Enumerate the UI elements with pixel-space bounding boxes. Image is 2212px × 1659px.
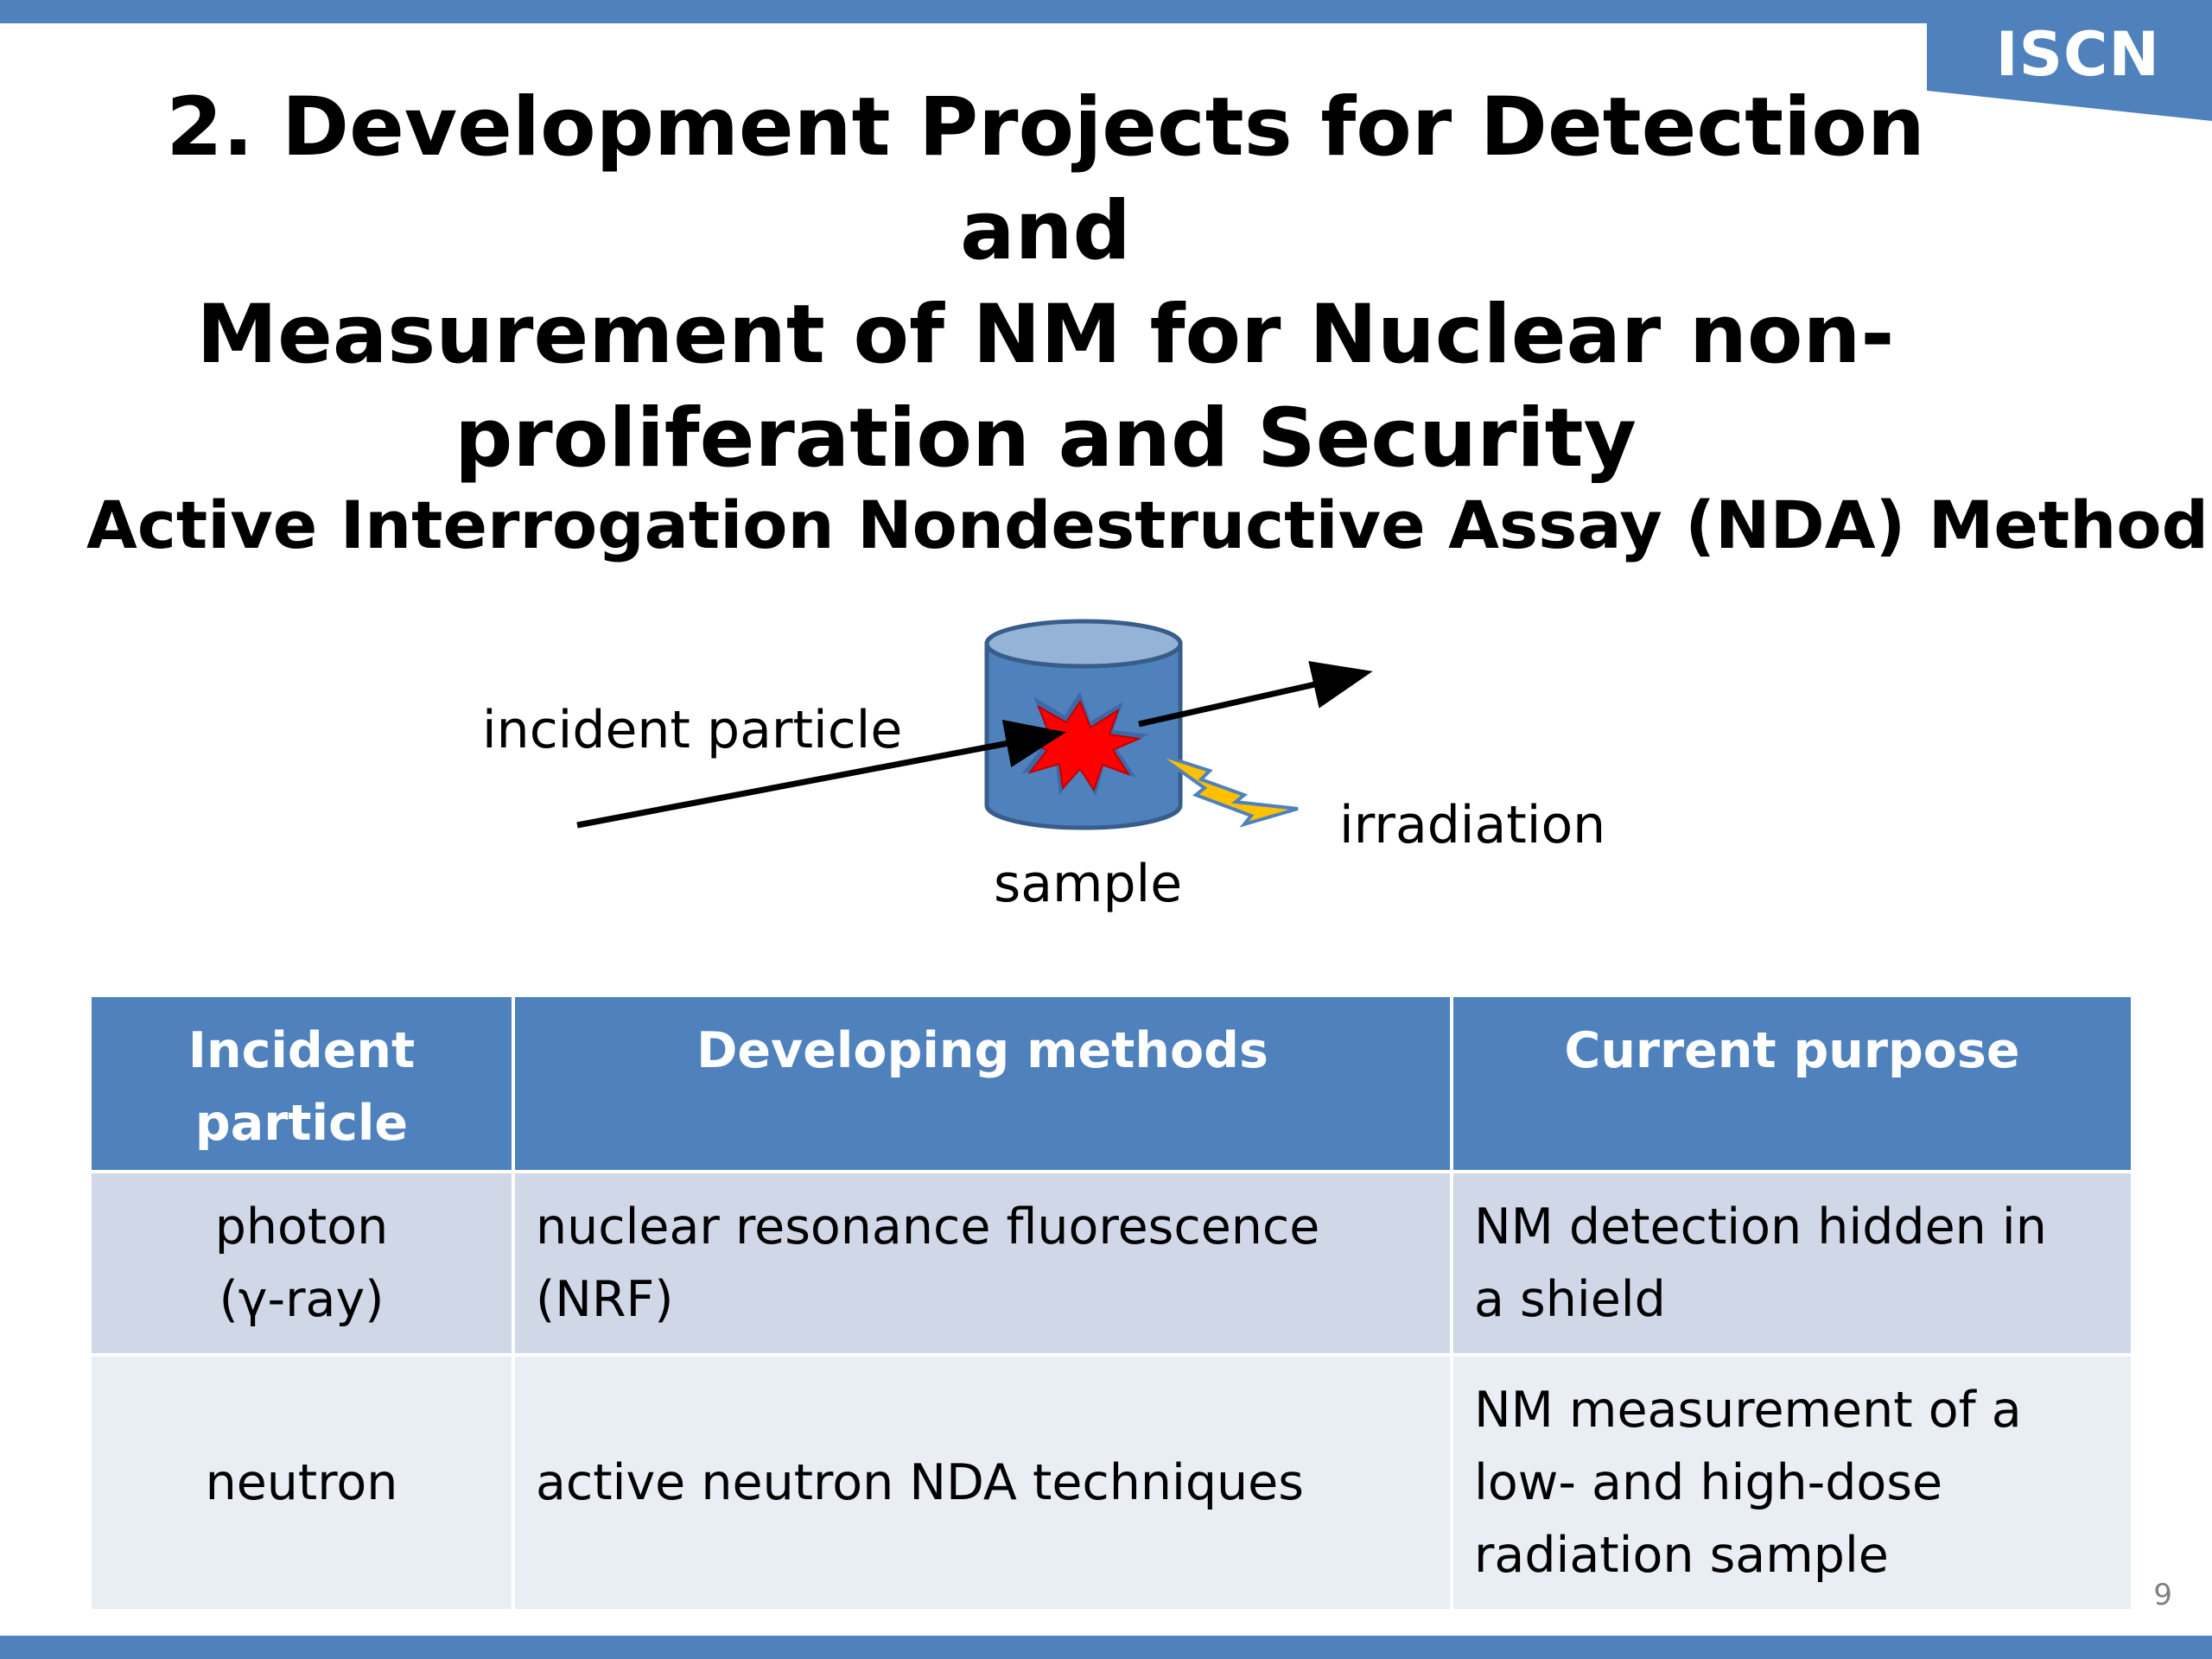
slide-title: 2. Development Projects for Detection an…: [147, 76, 1944, 491]
incident-arrow: [576, 719, 1066, 829]
table-row: neutron active neutron NDA techniques NM…: [88, 1353, 2134, 1612]
cell-text: photon: [214, 1198, 389, 1255]
lightning-icon: [1154, 752, 1299, 828]
header-incident-particle: Incident particle: [88, 994, 515, 1173]
section-heading: Active Interrogation Nondestructive Assa…: [86, 486, 2212, 563]
page-number: 9: [2153, 1578, 2172, 1612]
cell-developing-method: active neutron NDA techniques: [512, 1353, 1453, 1612]
cell-current-purpose: NM detection hidden in a shield: [1450, 1170, 2134, 1357]
irradiation-label: irradiation: [1339, 795, 1606, 855]
incident-particle-label: incident particle: [482, 700, 903, 760]
cell-text: nuclear resonance fluorescence: [536, 1198, 1320, 1255]
cell-text: a shield: [1474, 1271, 1666, 1328]
cell-text: (NRF): [536, 1271, 674, 1328]
logo-text: ISCN: [1995, 19, 2160, 90]
header-text: particle: [194, 1095, 409, 1152]
title-line: proliferation and Security: [454, 391, 1637, 486]
cell-text: NM detection hidden in: [1474, 1198, 2047, 1255]
cell-text: NM measurement of a: [1474, 1382, 2022, 1439]
cell-text: radiation sample: [1474, 1527, 1889, 1584]
table-row: photon (γ-ray) nuclear resonance fluores…: [88, 1170, 2134, 1357]
methods-table: Incident particle Developing methods Cur…: [88, 994, 2134, 1612]
outgoing-arrow: [1138, 661, 1373, 728]
sample-label: sample: [994, 854, 1183, 914]
cell-incident-particle: neutron: [88, 1353, 515, 1612]
cell-incident-particle: photon (γ-ray): [88, 1170, 515, 1357]
cell-developing-method: nuclear resonance fluorescence (NRF): [512, 1170, 1453, 1357]
cell-current-purpose: NM measurement of a low- and high-dose r…: [1450, 1353, 2134, 1612]
cell-text: (γ-ray): [219, 1271, 385, 1328]
bottom-accent-bar: [0, 1636, 2212, 1659]
header-current-purpose: Current purpose: [1450, 994, 2134, 1173]
interrogation-diagram: [576, 619, 1373, 830]
sample-cylinder-top: [984, 619, 1183, 669]
cell-text: low- and high-dose: [1474, 1454, 1943, 1511]
title-line: Measurement of NM for Nuclear non-: [196, 288, 1895, 382]
top-accent-bar: [0, 0, 2212, 23]
header-text: Incident: [188, 1022, 416, 1079]
title-line: 2. Development Projects for Detection an…: [166, 80, 1925, 278]
table-header-row: Incident particle Developing methods Cur…: [88, 994, 2134, 1173]
header-developing-methods: Developing methods: [512, 994, 1453, 1173]
